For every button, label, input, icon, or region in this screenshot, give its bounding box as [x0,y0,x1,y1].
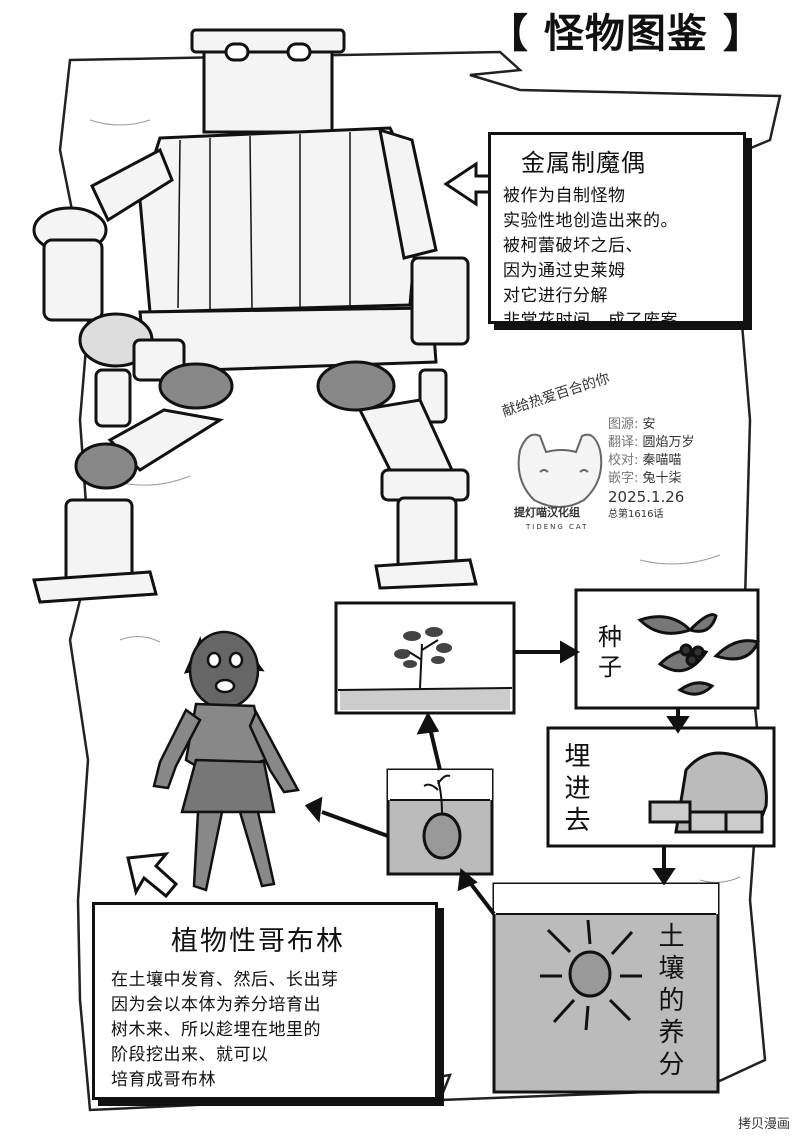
goblin-line: 因为会以本体为养分培育出 [111,995,321,1015]
golem-info-box: 金属制魔偶 被作为自制怪物 实验性地创造出来的。 被柯蕾破坏之后、 因为通过史莱… [488,132,746,331]
page-title: 【 怪物图鉴 】 [488,11,764,57]
goblin-pointer-arrow [126,852,179,899]
watermark: 拷贝漫画 [737,1117,790,1132]
label-bury: 埋进去 [560,742,590,838]
goblin-name: 植物性哥布林 [171,926,345,957]
credit-row: 嵌字: 兔十柒 [608,471,682,486]
golem-line: 实验性地创造出来的。 [503,211,678,231]
golem-line: 非常花时间、成了废案。 [503,311,696,331]
goblin-info-box: 植物性哥布林 在土壤中发育、然后、长出芽 因为会以本体为养分培育出 树木来、所以… [92,902,438,1100]
credit-row: 翻译: 圆焰万岁 [608,435,695,450]
golem-line: 对它进行分解 [503,286,608,306]
golem-line: 因为通过史莱姆 [503,261,626,281]
credit-row: 图源: 安 [608,417,656,432]
plant-goblin-figure [152,630,300,892]
group-name: 提灯喵汉化组 [514,506,580,519]
label-seed: 种子 [598,623,622,681]
goblin-line: 阶段挖出来、就可以 [111,1045,269,1065]
goblin-line: 培育成哥布林 [111,1070,216,1090]
golem-name: 金属制魔偶 [521,149,646,177]
group-logo [517,433,603,508]
credit-issue: 总第1616话 [608,509,664,520]
metal-golem-figure [32,28,478,604]
group-name-en: TIDENG CAT [526,523,589,531]
credit-row: 校对: 秦喵喵 [608,453,682,468]
golem-line: 被柯蕾破坏之后、 [503,236,643,256]
goblin-line: 树木来、所以趁埋在地里的 [111,1020,321,1040]
credits-list: 图源: 安 翻译: 圆焰万岁 校对: 秦喵喵 嵌字: 兔十柒 2025.1.26… [608,416,695,524]
credit-date: 2025.1.26 [608,488,685,506]
lifecycle-arrows [304,640,690,916]
goblin-line: 在土壤中发育、然后、长出芽 [111,970,339,990]
golem-line: 被作为自制怪物 [503,186,626,206]
label-nutrient: 土壤的养分 [654,922,684,1082]
